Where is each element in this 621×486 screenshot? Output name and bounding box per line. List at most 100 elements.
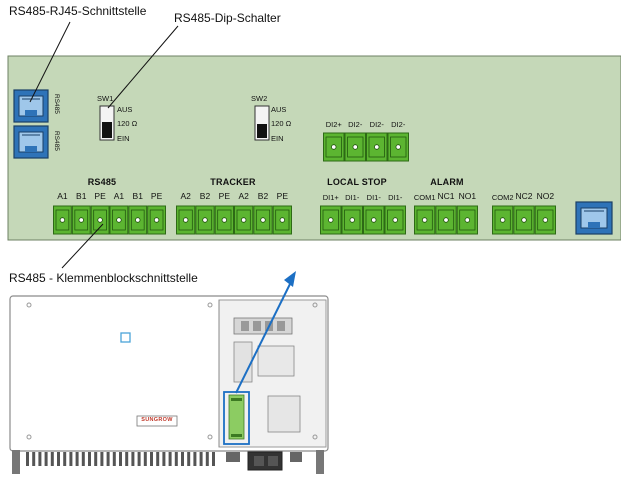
sw1-aus: AUS [117, 105, 133, 114]
terminal-relay-com2-0-screw [499, 217, 506, 223]
pin-label-rs485-1: B1 [76, 191, 87, 201]
cooling-fin [81, 452, 85, 466]
terminal-tracker-a2-3-slot [236, 209, 251, 231]
terminal-di-top-1-screw [352, 144, 358, 150]
pin-label-local-stop-0: DI1+ [322, 193, 339, 202]
group-title-alarm: ALARM [430, 177, 464, 187]
di-top-pin-label-3: DI2- [391, 120, 406, 129]
cooling-fin [143, 452, 147, 466]
sw1-ein: EIN [117, 134, 130, 143]
cooling-fin [181, 452, 184, 466]
cooling-fin [44, 452, 48, 466]
terminal-di-top-2-screw [374, 144, 380, 150]
cooling-fin [112, 452, 116, 466]
terminal-rs485-pe-2-slot [93, 209, 107, 231]
rj45-port-1 [13, 89, 49, 123]
inverter [9, 295, 329, 474]
terminal-rs485-pe-2-screw [97, 217, 103, 223]
terminal-alarm-no1-2-screw [464, 217, 471, 223]
terminal-rs485-a1-3-slot [112, 209, 126, 231]
pin-label-local-stop-3: DI1- [388, 193, 403, 202]
terminal-alarm-nc1-1-slot [437, 209, 455, 231]
cooling-fin [174, 452, 178, 466]
pin-label-local-stop-2: DI1- [366, 193, 381, 202]
sw1-ohm: 120 Ω [117, 119, 138, 128]
callout-rj45-label: RS485-RJ45-Schnittstelle [9, 4, 147, 18]
pin-label-rs485-4: B1 [132, 191, 143, 201]
pin-label-tracker-0: A2 [180, 191, 191, 201]
cooling-fin [119, 452, 122, 466]
sw2-ein: EIN [271, 134, 284, 143]
callout-dip-label: RS485-Dip-Schalter [174, 11, 281, 25]
dip-switch-sw2 [254, 105, 270, 141]
terminal-tracker-pe-2-screw [221, 217, 228, 223]
cooling-fin [125, 452, 129, 466]
highlight-arrow [235, 281, 292, 394]
mounting-foot [12, 450, 20, 474]
sw2-aus: AUS [271, 105, 287, 114]
rj45-side-label-2: RS485 [53, 131, 60, 151]
terminal-blocks [53, 132, 557, 235]
terminal-di-top-3-slot [390, 136, 407, 158]
terminal-tracker-b2-1-screw [202, 217, 208, 223]
terminal-di-top-3-screw [395, 144, 401, 150]
di-top-pin-label-0: DI2+ [325, 120, 342, 129]
terminal-tracker-b2-1-slot [197, 209, 213, 231]
pin-label-tracker-3: A2 [238, 191, 249, 201]
pin-label-tracker-2: PE [218, 191, 230, 201]
terminal-tracker-a2-3-screw [240, 217, 247, 223]
callout-line-rj45 [29, 21, 71, 103]
terminal-local-stop-di1-2-screw [371, 217, 377, 223]
pin-label-alarm-1: NC1 [437, 191, 455, 201]
terminal-di-top-1-slot [347, 136, 364, 158]
pin-label-tracker-1: B2 [199, 191, 211, 201]
terminal-alarm-no1-2-slot [459, 209, 476, 231]
pin-label-relay-1: NC2 [515, 191, 533, 201]
pin-label-alarm-0: COM1 [413, 193, 436, 202]
rj45-side-label-1: RS485 [53, 94, 60, 114]
cooling-fin [168, 452, 172, 466]
terminal-tracker-pe-5-slot [275, 209, 290, 231]
terminal-alarm-com1-0-slot [416, 209, 433, 231]
terminal-relay-nc2-1-screw [521, 217, 527, 223]
cooling-fin [94, 452, 98, 466]
cooling-fin [131, 452, 135, 466]
terminal-rs485-a1-3-screw [116, 217, 122, 223]
pin-label-rs485-0: A1 [57, 191, 68, 201]
cooling-fin [100, 452, 104, 466]
cooling-fin [137, 452, 141, 466]
terminal-rs485-b1-1-screw [78, 217, 84, 223]
terminal-tracker-pe-5-screw [279, 217, 286, 223]
terminal-local-stop-di1-1-slot [344, 209, 361, 231]
pin-label-relay-0: COM2 [491, 193, 514, 202]
cooling-fin [193, 452, 197, 466]
terminal-di-top-0-slot [325, 136, 342, 158]
terminal-relay-nc2-1-slot [515, 209, 533, 231]
terminal-local-stop-di1-0-screw [328, 217, 334, 223]
cooling-fin [57, 452, 60, 466]
cooling-fin [187, 452, 191, 466]
group-title-local-stop: LOCAL STOP [327, 177, 387, 187]
cooling-fin [75, 452, 79, 466]
arrow-head [284, 271, 296, 287]
pin-label-rs485-2: PE [94, 191, 106, 201]
callout-line-terminal [61, 223, 104, 269]
cooling-fin [50, 452, 54, 466]
callout-terminal-label: RS485 - Klemmenblockschnittstelle [9, 271, 198, 285]
cooling-fin [156, 452, 160, 466]
di-top-pin-label-2: DI2- [369, 120, 384, 129]
terminal-relay-no2-2-screw [542, 217, 549, 223]
group-title-tracker: TRACKER [210, 177, 256, 187]
pin-label-rs485-5: PE [150, 191, 163, 201]
terminal-tracker-pe-2-slot [217, 209, 232, 231]
rj45-port-right [575, 201, 613, 235]
terminal-local-stop-di1-3-screw [392, 217, 398, 223]
terminal-di-top-2-slot [368, 136, 385, 158]
rj45-port-2 [13, 125, 49, 159]
terminal-local-stop-di1-3-slot [387, 209, 404, 231]
cooling-fin [199, 452, 203, 466]
cooling-fin [69, 452, 73, 466]
terminal-rs485-b1-1-slot [74, 209, 89, 231]
